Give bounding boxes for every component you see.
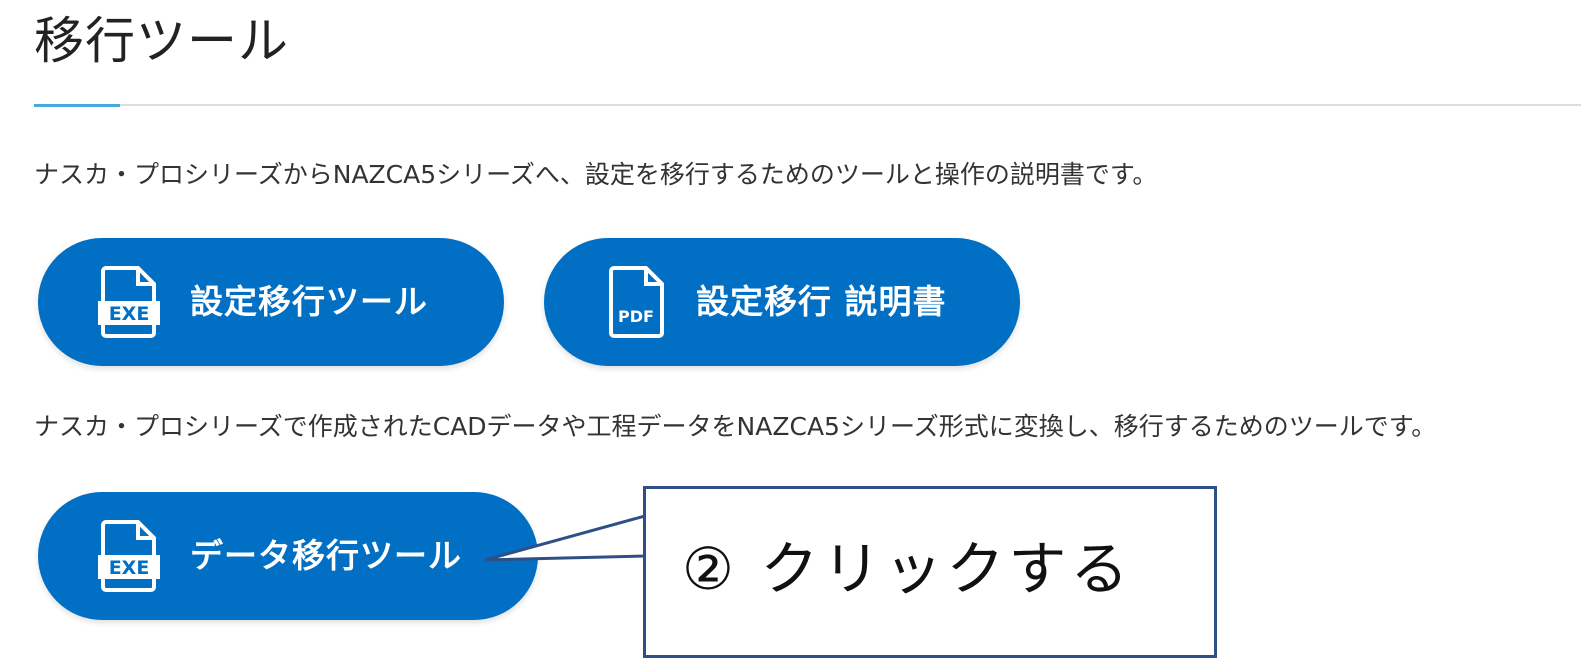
svg-text:EXE: EXE [109, 557, 150, 579]
settings-migration-description: ナスカ・プロシリーズからNAZCA5シリーズへ、設定を移行するためのツールと操作… [34, 160, 1158, 189]
title-divider [34, 104, 1581, 106]
data-migration-tool-label: データ移行ツール [190, 536, 462, 575]
data-migration-description: ナスカ・プロシリーズで作成されたCADデータや工程データをNAZCA5シリーズ形… [34, 412, 1437, 441]
page-title: 移行ツール [34, 12, 289, 70]
svg-text:PDF: PDF [618, 307, 654, 326]
settings-migration-tool-button[interactable]: EXE 設定移行ツール [38, 238, 504, 366]
settings-migration-manual-button[interactable]: PDF 設定移行 説明書 [544, 238, 1020, 366]
settings-migration-tool-label: 設定移行ツール [190, 282, 428, 321]
settings-migration-manual-label: 設定移行 説明書 [696, 282, 947, 321]
title-divider-accent [34, 104, 120, 107]
pdf-file-icon: PDF [609, 266, 664, 338]
exe-file-icon: EXE [98, 266, 160, 338]
data-migration-tool-button[interactable]: EXE データ移行ツール [38, 492, 538, 620]
callout-text: ② クリックする [682, 535, 1133, 603]
svg-text:EXE: EXE [109, 303, 150, 325]
exe-file-icon: EXE [98, 520, 160, 592]
annotation-callout: ② クリックする [643, 486, 1217, 658]
callout-seam-cover [646, 518, 650, 554]
